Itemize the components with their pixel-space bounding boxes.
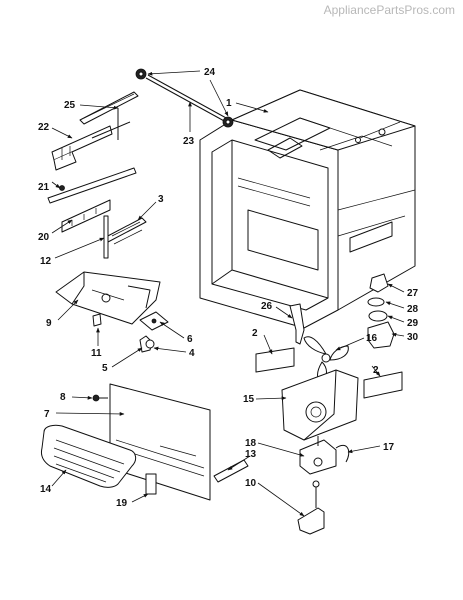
callout-7: 7 bbox=[44, 409, 50, 420]
callout-4: 4 bbox=[189, 348, 195, 359]
callout-18: 18 bbox=[245, 438, 257, 449]
insulation-pad-left bbox=[255, 347, 295, 373]
callout-26: 23 bbox=[183, 136, 195, 147]
callout-19: 27 bbox=[407, 288, 419, 299]
callout-8: 8 bbox=[60, 392, 66, 403]
watermark: AppliancePartsPros.com bbox=[324, 3, 455, 17]
callout-23: 19 bbox=[116, 498, 128, 509]
callout-17: 17 bbox=[383, 442, 395, 453]
slide-rail bbox=[79, 91, 139, 140]
damper-gasket bbox=[368, 310, 388, 322]
fan-housing bbox=[281, 369, 359, 441]
shroud-cover bbox=[55, 271, 161, 325]
callout-21: 29 bbox=[407, 318, 419, 329]
motor-bracket bbox=[297, 480, 325, 535]
callout-22: 20 bbox=[38, 232, 50, 243]
callout-11: 11 bbox=[91, 348, 102, 359]
callout-28: 25 bbox=[64, 100, 76, 111]
insulation-pad-right bbox=[363, 371, 403, 399]
callout-29: 26 bbox=[261, 301, 273, 312]
front-clip bbox=[145, 473, 157, 495]
callout-16: 16 bbox=[366, 333, 378, 344]
shaft-rod bbox=[135, 68, 234, 128]
callout-27: 24 bbox=[204, 67, 216, 78]
callout-5: 5 bbox=[102, 363, 108, 374]
bracket-support bbox=[103, 215, 147, 259]
callout-25: 22 bbox=[38, 122, 50, 133]
damper-housing bbox=[367, 321, 395, 349]
heater-wire bbox=[289, 303, 305, 345]
callout-labels: 24 1 23 25 22 21 3 20 12 9 6 11 4 5 8 7 … bbox=[38, 67, 419, 509]
callout-2-left: 2 bbox=[252, 328, 258, 339]
callout-12: 12 bbox=[40, 256, 52, 267]
fan-motor bbox=[299, 436, 337, 475]
callout-9: 9 bbox=[46, 318, 52, 329]
freezer-liner bbox=[199, 89, 416, 329]
damper-ring bbox=[367, 297, 385, 307]
callout-6: 6 bbox=[187, 334, 193, 345]
leader-lines bbox=[51, 70, 405, 517]
callout-13: 13 bbox=[245, 449, 257, 460]
callout-14: 14 bbox=[40, 484, 52, 495]
callout-15: 15 bbox=[243, 394, 255, 405]
callout-10: 10 bbox=[245, 478, 257, 489]
wire-harness bbox=[335, 444, 350, 463]
callout-1: 1 bbox=[226, 98, 232, 109]
damper-cap bbox=[369, 273, 389, 293]
callout-2-right: 2 bbox=[373, 365, 379, 376]
cam-bracket bbox=[51, 121, 131, 171]
callout-24: 21 bbox=[38, 182, 50, 193]
drawer-slide bbox=[47, 167, 137, 233]
small-parts bbox=[92, 311, 169, 353]
callout-30: 30 bbox=[407, 332, 419, 343]
callout-3: 3 bbox=[158, 194, 164, 205]
callout-20: 28 bbox=[407, 304, 419, 315]
drain-tube bbox=[213, 459, 249, 483]
